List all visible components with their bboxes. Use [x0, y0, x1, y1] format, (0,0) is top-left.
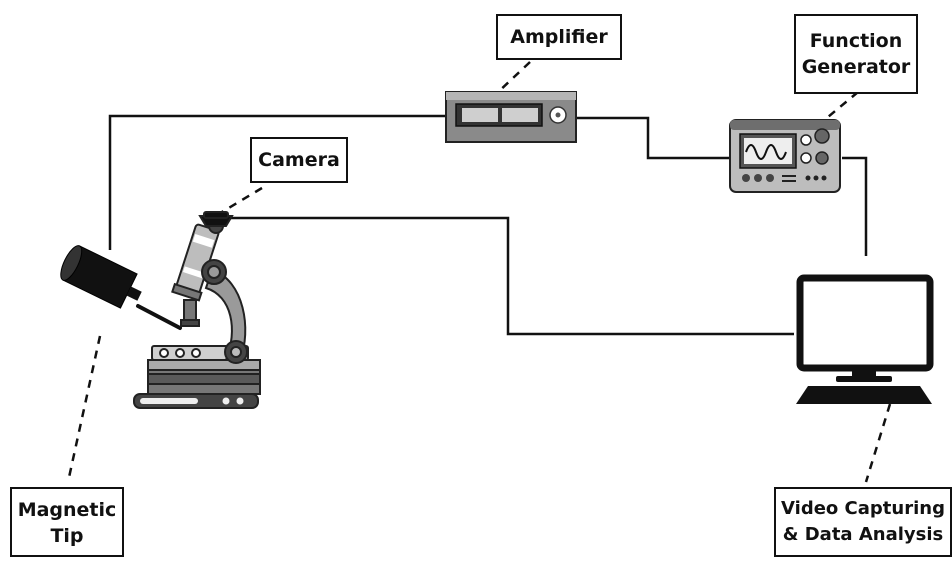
label-function-generator: Function Generator [794, 14, 918, 94]
label-function-generator-line-1: Function [809, 30, 903, 52]
function-generator-icon [729, 119, 841, 193]
microscope-camera-icon [133, 211, 261, 409]
wire-magnet-amplifier [108, 114, 448, 250]
computer-monitor-icon [796, 274, 934, 404]
wire-camera-computer [222, 216, 794, 336]
magnetic-tip-icon [60, 245, 182, 330]
leader-amplifier [495, 61, 531, 95]
label-camera-text: Camera [258, 149, 340, 171]
label-video-capturing-line-1: Video Capturing [781, 498, 945, 519]
amplifier-icon [445, 91, 577, 143]
label-video-capturing-line-2: & Data Analysis [782, 524, 944, 545]
label-magnetic-tip-line-2: Tip [50, 525, 84, 547]
wires [108, 114, 868, 336]
label-function-generator-line-2: Generator [801, 56, 911, 78]
wire-amplifier-generator [576, 116, 734, 160]
label-magnetic-tip-line-1: Magnetic [17, 499, 117, 521]
label-camera: Camera [250, 137, 348, 183]
leader-computer [864, 403, 892, 483]
label-magnetic-tip: Magnetic Tip [10, 487, 124, 557]
label-video-capturing: Video Capturing & Data Analysis [774, 487, 952, 557]
leader-lines [66, 61, 892, 483]
label-amplifier: Amplifier [496, 14, 622, 60]
label-amplifier-text: Amplifier [510, 26, 608, 48]
leader-camera [221, 186, 263, 214]
leader-generator [821, 91, 859, 123]
leader-magnetic-tip [66, 335, 102, 483]
wire-generator-computer [842, 156, 868, 256]
